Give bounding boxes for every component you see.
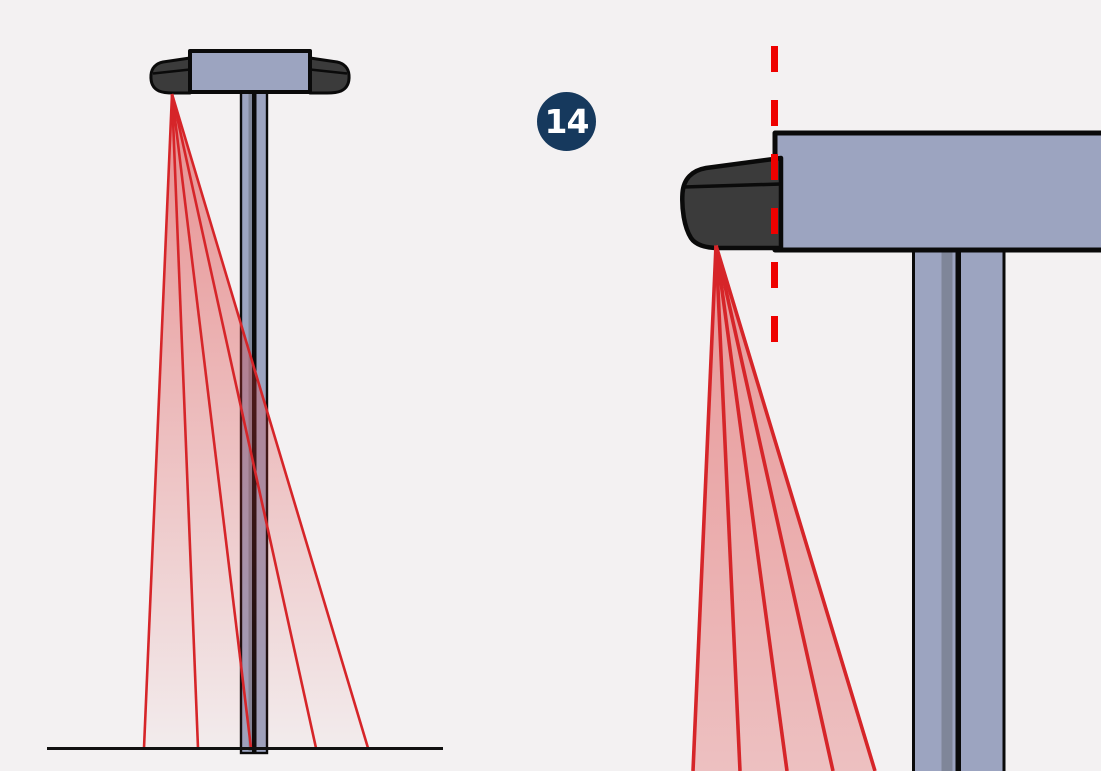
- detail-beam-rays: [691, 244, 877, 771]
- beam-ray: [170, 93, 253, 749]
- sensor-left-lid-line: [152, 68, 191, 75]
- detail-pole-shading: [941, 251, 953, 771]
- detail-sensor-lid-line: [683, 182, 782, 189]
- beam-ray: [170, 93, 318, 749]
- detection-beam: [142, 93, 370, 749]
- beam-ray: [714, 244, 877, 771]
- beam-ray: [691, 245, 718, 771]
- sensor-right: [308, 56, 351, 95]
- beam-ray: [714, 245, 789, 771]
- detection-beam-fill: [144, 94, 368, 748]
- detail-pole-back-leg: [958, 248, 1006, 771]
- beam-ray: [714, 245, 835, 771]
- detail-detection-beam: [691, 244, 877, 771]
- detail-view-figure: [680, 46, 1101, 771]
- sensor-right-lid-line: [309, 68, 348, 75]
- detail-mounting-bar: [772, 130, 1101, 253]
- detail-sensor-body: [680, 155, 784, 251]
- detail-sensor: [680, 155, 784, 251]
- mounting-bar: [188, 49, 312, 94]
- beam-ray: [170, 93, 370, 749]
- step-badge: 14: [537, 92, 596, 151]
- sensor-left-body: [149, 56, 192, 95]
- detection-beam-rays: [142, 93, 370, 749]
- detail-mast-pole: [912, 248, 1006, 771]
- step-number: 14: [544, 102, 590, 141]
- beam-ray: [714, 245, 742, 771]
- detail-beam-fill: [693, 245, 875, 771]
- sensor-left: [149, 56, 192, 95]
- beam-ray: [170, 93, 200, 749]
- beam-ray: [142, 93, 174, 749]
- full-view-figure: [47, 49, 443, 755]
- sensor-right-body: [308, 56, 351, 95]
